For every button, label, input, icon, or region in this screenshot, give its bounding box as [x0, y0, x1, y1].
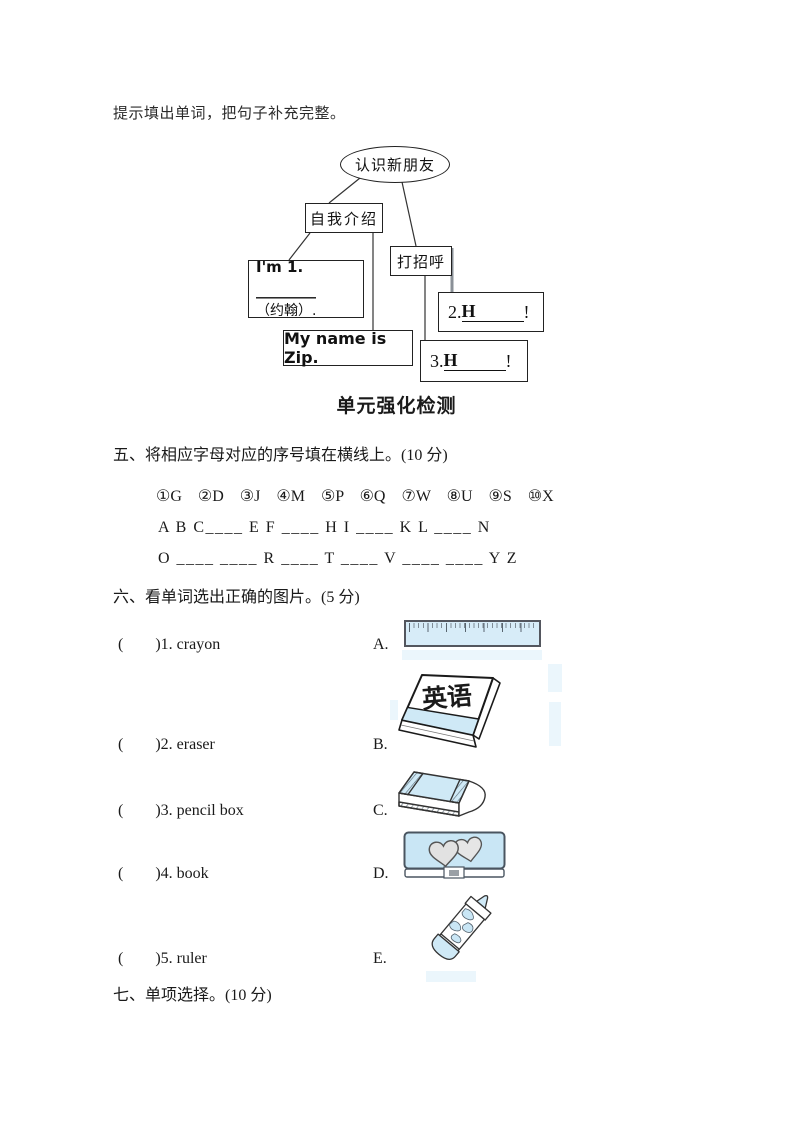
blank2-end: ! [523, 301, 530, 322]
node-self-introduction: 自我介绍 [305, 203, 383, 233]
im-sentence: I'm 1. ________ [256, 258, 316, 299]
blank2-line: H [461, 302, 524, 322]
book-cover-title: 英语 [421, 682, 473, 714]
node-meet-new-friends: 认识新朋友 [340, 146, 450, 183]
scan-artifact [402, 650, 542, 660]
book-cover-stripe [401, 706, 480, 736]
pencil-box-clasp-button [449, 870, 459, 876]
eraser-image [398, 771, 486, 817]
blank3-line: H [443, 351, 506, 371]
question-5-label: ( )5. ruler [118, 950, 207, 967]
section5-letters-row2: O ____ ____ R ____ T ____ V ____ ____ Y … [158, 550, 519, 567]
pencil-box-image [403, 831, 506, 879]
blank3-number: 3. [430, 350, 444, 371]
blank3-end: ! [505, 350, 512, 371]
eraser-left-band [398, 771, 424, 796]
crayon-pattern-blob [462, 922, 474, 933]
option-a-label: A. [373, 636, 389, 653]
crayon-bottom-cap [431, 933, 460, 960]
node-blank-3: 3.H! [420, 340, 528, 382]
option-b-label: B. [373, 736, 388, 753]
scan-artifact [548, 664, 562, 692]
book-image: 英语 [398, 674, 501, 748]
node-blank-2: 2.H! [438, 292, 544, 332]
page-title: 单元强化检测 [336, 395, 457, 417]
question-2-label: ( )2. eraser [118, 736, 215, 753]
ruler-image [404, 620, 541, 647]
blank2-number: 2. [448, 301, 462, 322]
eraser-right-band [449, 778, 470, 804]
crayon-tip [476, 894, 489, 909]
im-hint: （约翰）. [256, 303, 317, 319]
section6-header: 六、看单词选出正确的图片。(5 分) [113, 589, 360, 606]
scan-artifact [549, 702, 561, 746]
scan-artifact [426, 971, 476, 982]
question-1-label: ( )1. crayon [118, 636, 221, 653]
connector-lines [288, 177, 454, 341]
mindmap-diagram: 认识新朋友 自我介绍 打招呼 I'm 1. ________ （约翰）. My … [240, 140, 570, 390]
node-my-name-is-zip: My name is Zip. [283, 329, 413, 367]
option-d-label: D. [373, 865, 389, 882]
crayon-pattern-blob [450, 933, 462, 944]
node-greeting: 打招呼 [390, 246, 452, 276]
ruler-long-ticks [409, 623, 538, 632]
crayon-image [431, 894, 492, 960]
crayon-pattern-blob [449, 920, 462, 932]
node-im-blank: I'm 1. ________ （约翰）. [248, 258, 364, 319]
section5-letters-row1: A B C____ E F ____ H I ____ K L ____ N [158, 519, 491, 536]
scan-artifact [390, 700, 398, 720]
section5-options: ①G ②D ③J ④M ⑤P ⑥Q ⑦W ⑧U ⑨S ⑩X [156, 488, 554, 505]
section7-header: 七、单项选择。(10 分) [113, 987, 272, 1004]
option-e-label: E. [373, 950, 387, 967]
crayon-pattern-blob [461, 908, 474, 921]
heart-left-icon [428, 839, 459, 868]
question-4-label: ( )4. book [118, 865, 209, 882]
question-3-label: ( )3. pencil box [118, 802, 244, 819]
option-c-label: C. [373, 802, 388, 819]
intro-text: 提示填出单词，把句子补充完整。 [113, 104, 346, 122]
section5-header: 五、将相应字母对应的序号填在横线上。(10 分) [113, 447, 448, 464]
